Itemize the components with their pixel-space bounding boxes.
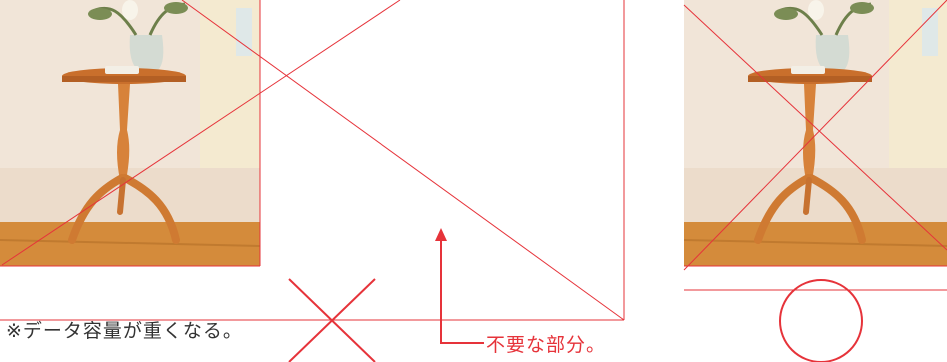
unnecessary-part-label: 不要な部分。 (486, 334, 607, 356)
left-canvas-annotations (0, 0, 625, 362)
table-illustration-left (0, 0, 260, 266)
right-diagonal-a (683, 4, 947, 251)
table-photo-right (684, 0, 947, 266)
cross-mark-stroke-2 (288, 278, 376, 362)
diagonal-line-b (181, 0, 625, 321)
table-photo-left (0, 0, 260, 266)
diagonal-line-a (1, 0, 401, 266)
arrow-shaft (440, 236, 484, 344)
arrow-head-icon (435, 228, 447, 241)
data-size-note: ※データ容量が重くなる。 (6, 320, 243, 342)
right-diagonal-b (683, 0, 947, 271)
right-canvas-annotations (683, 0, 947, 362)
table-illustration-right (684, 0, 947, 266)
ok-circle-mark (779, 279, 863, 362)
